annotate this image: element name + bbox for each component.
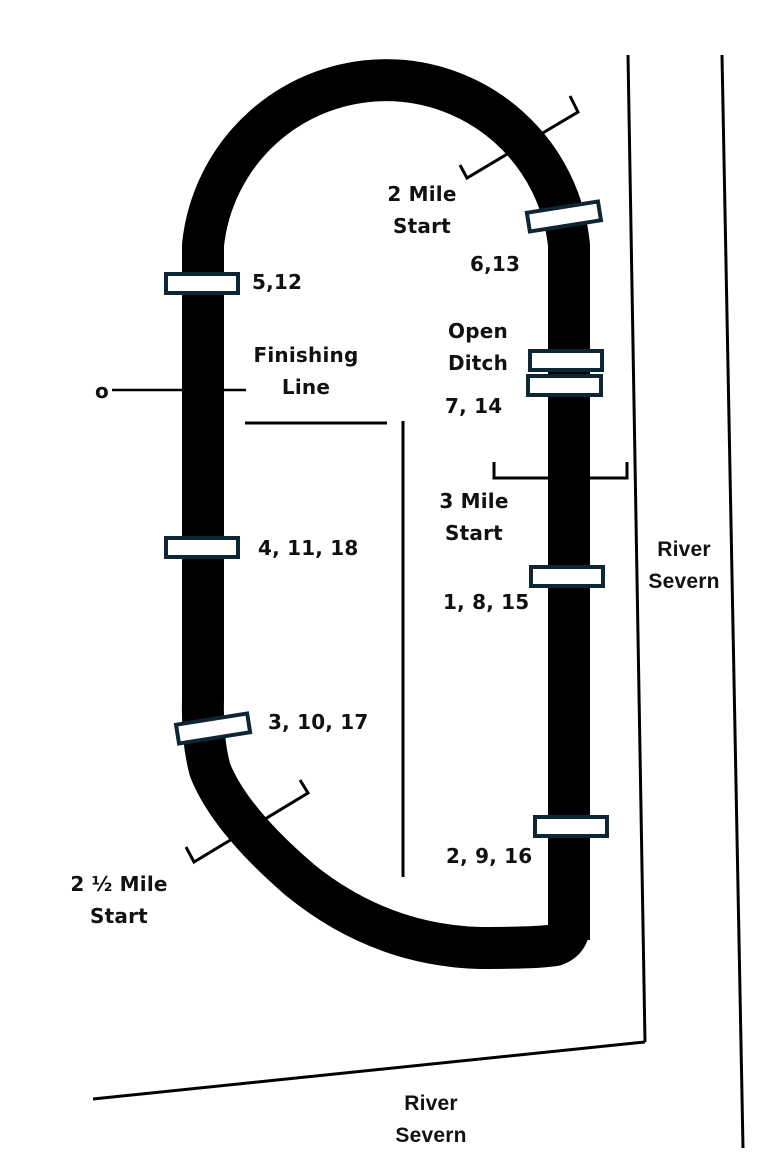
open-ditch-label: Open Ditch bbox=[440, 315, 516, 379]
fence-4-11-18[interactable] bbox=[164, 536, 240, 559]
fence-label-6-13: 6,13 bbox=[470, 252, 521, 276]
two-mile-start-label: 2 Mile Start bbox=[380, 178, 464, 242]
label-line: 3 Mile bbox=[439, 489, 509, 513]
label-line: 2 Mile bbox=[387, 182, 457, 206]
label-line: River bbox=[404, 1092, 458, 1115]
three-mile-start-marker bbox=[492, 462, 629, 480]
fence-open-ditch-upper[interactable] bbox=[528, 349, 604, 372]
river-bank-east-line bbox=[720, 54, 745, 1149]
track-notch bbox=[548, 900, 590, 940]
fence-6-13[interactable] bbox=[524, 199, 604, 234]
two-half-mile-start-marker bbox=[184, 779, 311, 865]
fence-label-7-14: 7, 14 bbox=[445, 394, 503, 418]
two-half-mile-start-label: 2 ½ Mile Start bbox=[58, 868, 180, 932]
label-line: Severn bbox=[648, 570, 720, 593]
fence-label-1-8-15: 1, 8, 15 bbox=[443, 590, 530, 614]
river-severn-south-label: River Severn bbox=[385, 1088, 477, 1152]
two-mile-start-marker bbox=[458, 95, 580, 181]
fence-label-3-10-17: 3, 10, 17 bbox=[268, 710, 369, 734]
label-line: Start bbox=[393, 214, 451, 238]
label-line: 2 ½ Mile bbox=[70, 872, 168, 896]
finishing-line-label: Finishing Line bbox=[246, 339, 366, 403]
label-line: Open bbox=[448, 319, 508, 343]
river-bank-west-line bbox=[626, 54, 647, 1043]
fence-1-8-15[interactable] bbox=[529, 565, 605, 588]
fence-3-10-17[interactable] bbox=[173, 711, 253, 746]
fence-label-5-12: 5,12 bbox=[252, 270, 303, 294]
label-line: Ditch bbox=[447, 351, 509, 375]
river-severn-east-label: River Severn bbox=[638, 534, 730, 598]
label-line: Severn bbox=[395, 1124, 467, 1147]
label-line: Start bbox=[445, 521, 503, 545]
fence-label-4-11-18: 4, 11, 18 bbox=[258, 536, 359, 560]
label-line: River bbox=[657, 538, 711, 561]
winning-post-marker: o bbox=[95, 379, 109, 403]
three-mile-start-label: 3 Mile Start bbox=[432, 485, 516, 549]
fence-open-ditch-lower[interactable] bbox=[526, 374, 603, 397]
fence-2-9-16[interactable] bbox=[533, 815, 609, 838]
river-bank-south-line bbox=[92, 1040, 646, 1101]
fence-label-2-9-16: 2, 9, 16 bbox=[446, 844, 533, 868]
fence-5-12[interactable] bbox=[164, 272, 240, 295]
label-line: Line bbox=[281, 375, 331, 399]
label-line: Start bbox=[90, 904, 148, 928]
label-line: Finishing bbox=[253, 343, 359, 367]
fences bbox=[164, 199, 609, 838]
